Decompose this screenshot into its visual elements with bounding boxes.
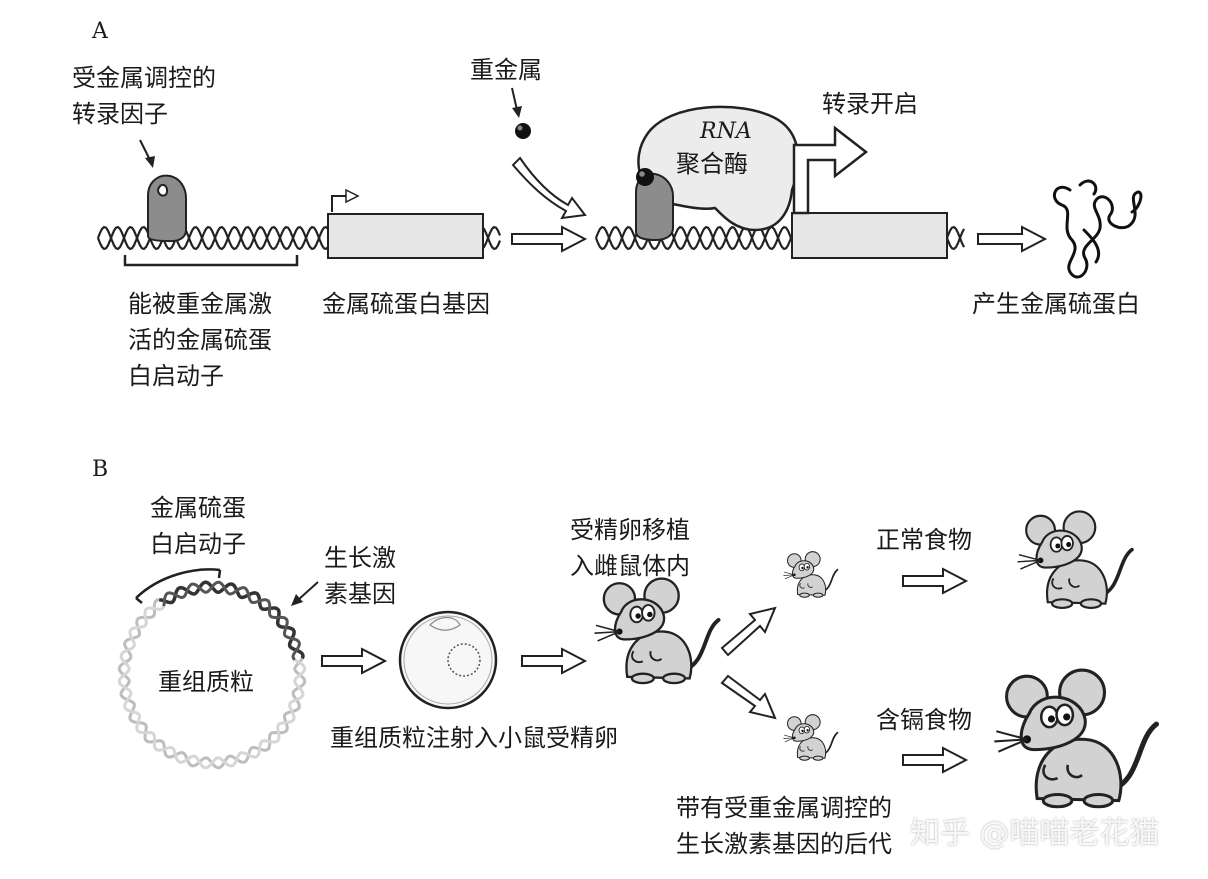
gh-gene-line-2: 素基因 (324, 580, 396, 608)
panel-b-letter: B (92, 457, 109, 482)
tf-pointer-icon (139, 139, 151, 161)
hollow-arrow-up-icon (720, 606, 777, 657)
polymerase-label: 聚合酶 (676, 150, 748, 178)
injection-label: 重组质粒注射入小鼠受精卵 (330, 724, 618, 752)
transcription-factor-icon (147, 174, 187, 243)
gene-label: 金属硫蛋白基因 (322, 290, 490, 318)
product-label: 产生金属硫蛋白 (972, 290, 1140, 318)
female-mouse-icon (592, 576, 721, 686)
fertilized-egg-icon (398, 610, 498, 710)
plasmid-promoter-line-1: 金属硫蛋 (150, 494, 246, 522)
hollow-arrow-cd-icon (902, 746, 969, 774)
metal-pointer-icon (511, 87, 518, 111)
promoter-bracket (123, 255, 299, 267)
promoter-label-line-3: 白启动子 (128, 362, 224, 390)
transcription-on-label: 转录开启 (822, 90, 918, 118)
transplant-line-2: 入雌鼠体内 (570, 552, 690, 580)
promoter-label-line-2: 活的金属硫蛋 (128, 326, 272, 354)
hollow-arrow-normal-icon (902, 567, 969, 595)
normal-mouse-icon (1015, 509, 1134, 610)
hollow-arrow-a1-icon (511, 225, 588, 253)
watermark: 知乎 @喵喵老花猫 (910, 816, 1160, 851)
heavy-metal-label: 重金属 (470, 56, 542, 84)
transplant-label: 受精卵移植 入雌鼠体内 (570, 512, 690, 584)
mt-gene-box-right (791, 212, 948, 259)
offspring-line-2: 生长激素基因的后代 (676, 830, 892, 858)
small-mouse-bottom-icon (782, 713, 839, 762)
heavy-metal-ball-icon (515, 123, 531, 139)
plasmid-label: 重组质粒 (158, 668, 254, 696)
hollow-arrow-a2-icon (977, 225, 1048, 253)
promoter-label-line-1: 能被重金属激 (128, 290, 272, 318)
curved-arrow-icon (511, 156, 587, 220)
cd-food-label: 含镉食物 (876, 706, 972, 734)
offspring-label: 带有受重金属调控的 生长激素基因的后代 (676, 790, 892, 862)
gh-gene-label: 生长激 素基因 (324, 540, 396, 612)
recombinant-plasmid-icon (117, 580, 307, 770)
promoter-label: 能被重金属激 活的金属硫蛋 白启动子 (128, 286, 272, 394)
normal-food-label: 正常食物 (876, 526, 972, 554)
rna-label: RNA (700, 119, 752, 144)
offspring-line-1: 带有受重金属调控的 (676, 794, 892, 822)
small-mouse-top-icon (782, 550, 839, 599)
gh-gene-line-1: 生长激 (324, 544, 396, 572)
hollow-arrow-down-icon (720, 674, 777, 720)
mt-gene-box-left (327, 213, 484, 259)
transplant-line-1: 受精卵移植 (570, 516, 690, 544)
plasmid-promoter-bracket (135, 568, 221, 599)
hollow-arrow-b1-icon (321, 647, 388, 675)
tf-label: 受金属调控的 转录因子 (72, 60, 216, 132)
gh-gene-pointer-icon (297, 581, 319, 601)
metallothionein-protein-icon (1052, 179, 1143, 279)
plasmid-promoter-label: 金属硫蛋 白启动子 (150, 490, 246, 562)
tf-label-line-2: 转录因子 (72, 100, 168, 128)
tf-label-line-1: 受金属调控的 (72, 64, 216, 92)
plasmid-promoter-line-2: 白启动子 (150, 530, 246, 558)
panel-a-letter: A (92, 19, 108, 44)
tss-arrow-small-icon (331, 195, 348, 212)
transcription-on-arrow-icon (792, 125, 869, 215)
hollow-arrow-b2-icon (521, 647, 588, 675)
giant-mouse-icon (994, 670, 1156, 807)
